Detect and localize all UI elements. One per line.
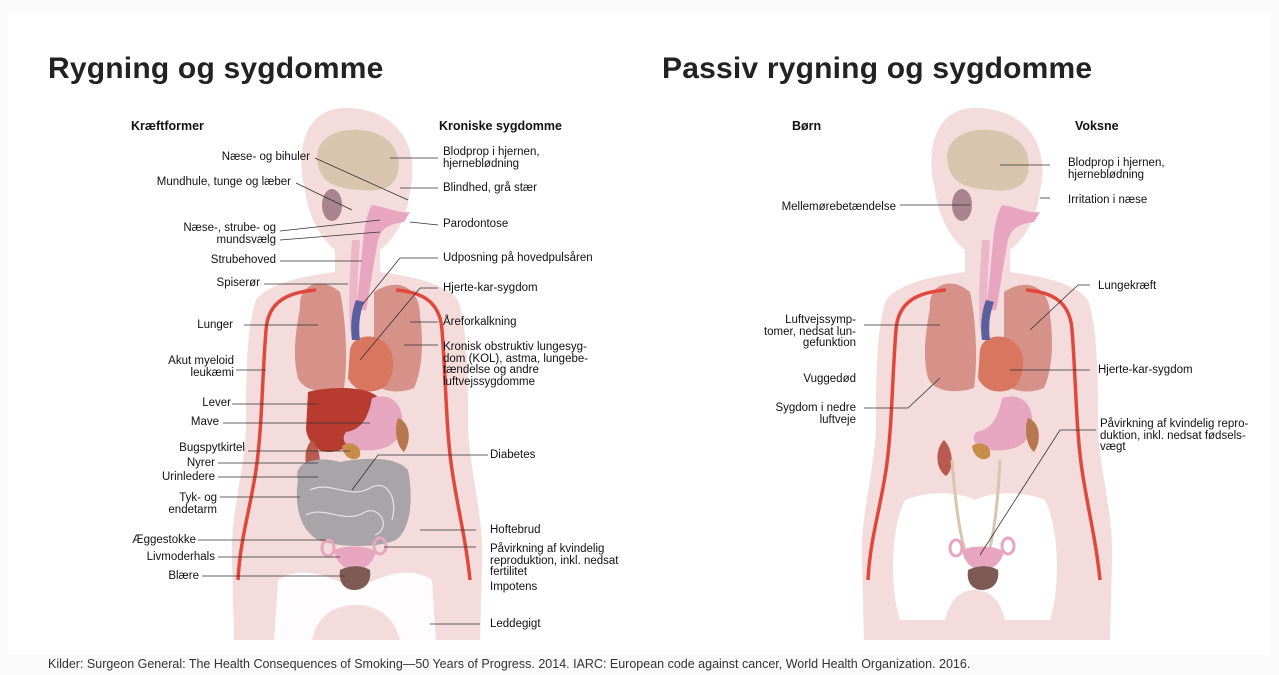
adults-label: Lungekræft [1098,281,1156,293]
chronic-label: Hjerte-kar-sygdom [443,283,538,295]
chronic-label: Blindhed, grå stær [443,183,537,195]
cancer-label: Mave [191,417,219,429]
cancer-label: Urinledere [162,472,215,484]
right-heart [978,336,1023,391]
left-header-chronic: Kroniske sygdomme [439,119,562,133]
right-lung-right [925,283,976,391]
cancer-label: Strubehoved [211,255,276,267]
chronic-label: Åreforkalkning [443,317,517,329]
left-header-cancer: Kræftformer [131,119,204,133]
left-heart [348,336,393,391]
children-label: Mellemørebetændelse [782,202,896,214]
chronic-label: Diabetes [490,450,535,462]
adults-label: Hjerte-kar-sygdom [1098,365,1193,377]
adults-label: Påvirkning af kvindelig repro-duktion, i… [1100,419,1260,454]
chronic-label: Påvirkning af kvindelig reproduktion, in… [490,544,620,579]
children-label: Sygdom i nedre luftveje [746,403,856,426]
right-header-adults: Voksne [1075,119,1119,133]
chronic-label: Parodontose [443,219,508,231]
adults-label: Irritation i næse [1068,195,1147,207]
cancer-label: Bugspytkirtel [179,443,245,455]
cancer-label: Tyk- og endetarm [157,493,217,516]
cancer-label: Mundhule, tunge og læber [157,177,291,189]
right-header-children: Børn [792,119,821,133]
adults-label: Blodprop i hjernen, hjerneblødning [1068,158,1178,181]
children-label: Vuggedød [803,374,856,386]
right-title: Passiv rygning og sygdomme [662,52,1092,86]
cancer-label: Spiserør [217,278,260,290]
cancer-label: Næse- og bihuler [222,152,310,164]
chronic-label: Kronisk obstruktiv lungesyg-dom (KOL), a… [443,342,593,388]
cancer-label: Næse-, strube- og mundsvælg [156,223,276,246]
chronic-label: Udposning på hovedpulsåren [443,253,593,265]
chronic-label: Blodprop i hjernen, hjerneblødning [443,147,553,170]
cancer-label: Akut myeloid leukæmi [144,356,234,379]
children-label: Luftvejssymp-tomer, nedsat lun-gefunktio… [756,315,856,350]
cancer-label: Livmoderhals [147,552,215,564]
left-title: Rygning og sygdomme [48,52,384,86]
cancer-label: Lever [202,398,231,410]
chronic-label: Hoftebrud [490,525,541,537]
cancer-label: Æggestokke [132,535,196,547]
cancer-label: Lunger [197,320,233,332]
chronic-label: Leddegigt [490,619,541,631]
cancer-label: Blære [168,571,199,583]
source-citation: Kilder: Surgeon General: The Health Cons… [48,657,970,671]
left-lung-right [295,283,346,391]
right-body-figure [862,108,1112,640]
chronic-label: Impotens [490,582,537,594]
left-ear [322,189,342,221]
cancer-label: Nyrer [187,458,215,470]
